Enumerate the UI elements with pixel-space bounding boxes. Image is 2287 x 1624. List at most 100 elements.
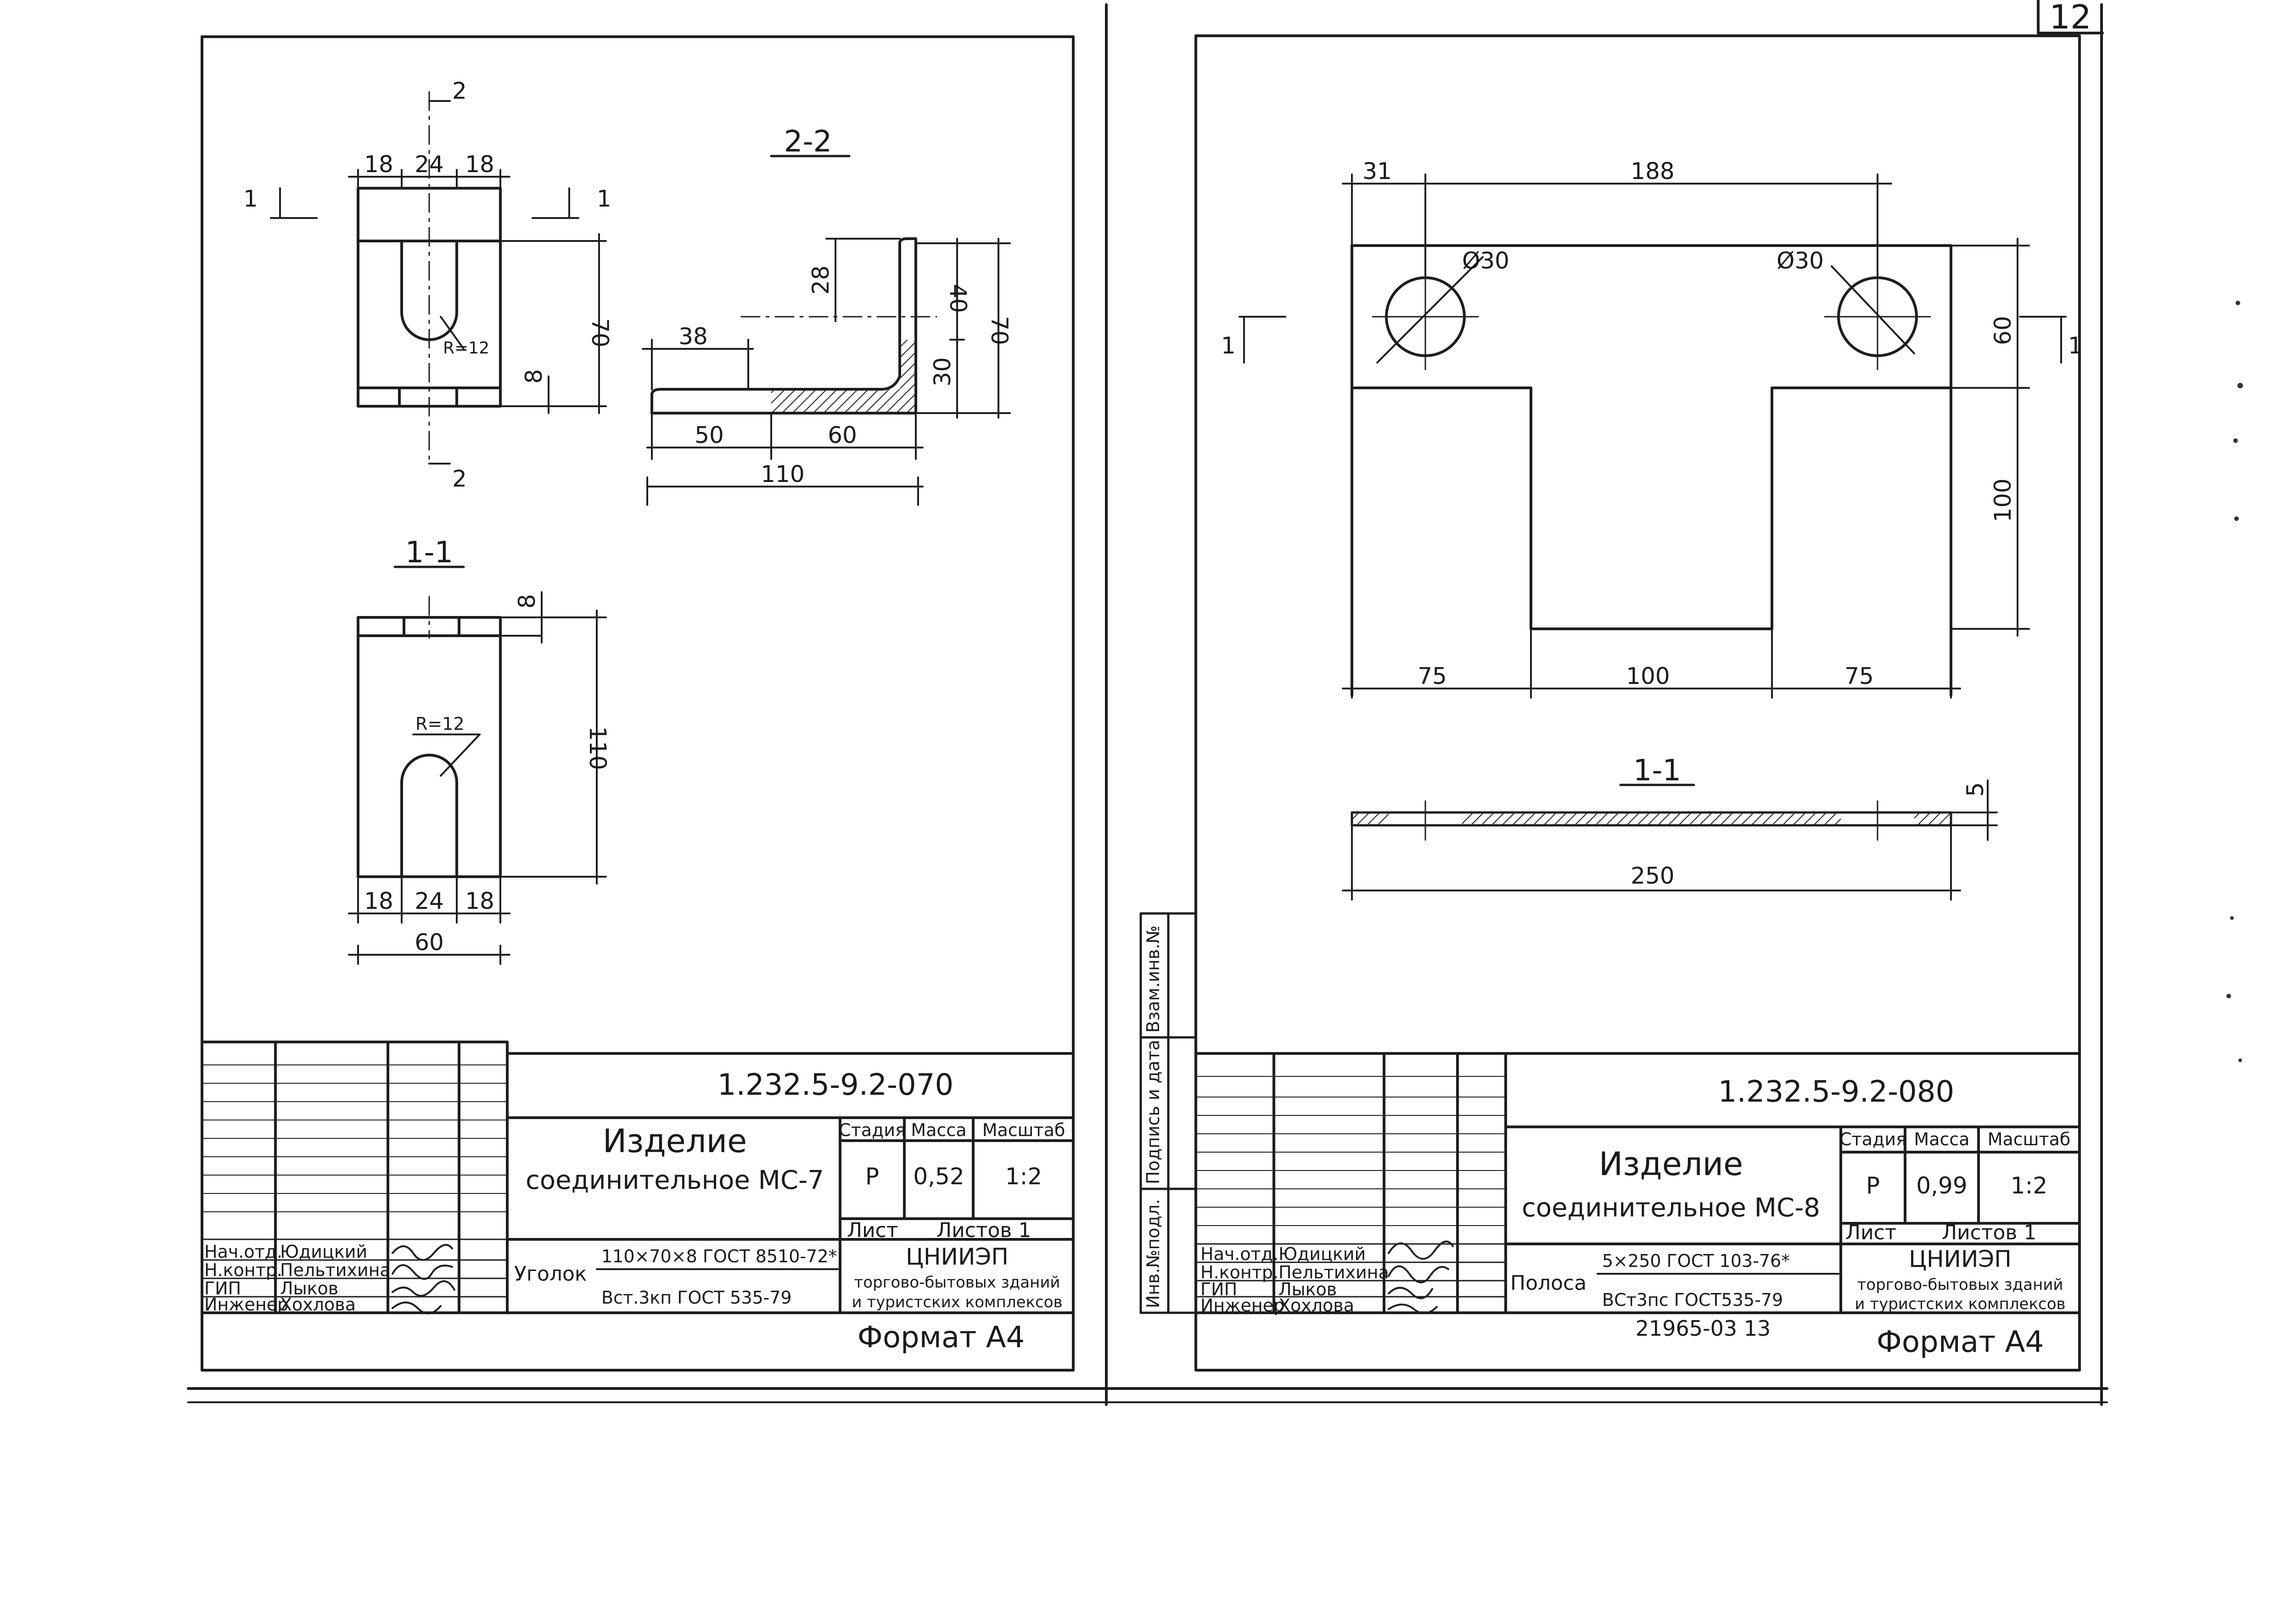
org-line3-right: и туристских комплексов (1855, 1295, 2065, 1313)
dim-s11-w1: 18 (364, 888, 393, 914)
staff-name-right-3: Лыков (1278, 1279, 1337, 1299)
section-1-1-title-left: 1-1 (405, 536, 454, 570)
dim-ms7-height: 70 (587, 318, 613, 347)
dim-ms8-lower-height: 100 (1990, 478, 2016, 522)
mass-header-right: Масса (1914, 1129, 1969, 1149)
material-spec-top-left: 110×70×8 ГОСТ 8510-72* (601, 1246, 837, 1266)
staff-role-right-4: Инженер (1200, 1295, 1284, 1316)
material-label-right: Полоса (1510, 1271, 1586, 1295)
staff-role-left-3: ГИП (204, 1278, 241, 1299)
cut-1-right-label: 1 (597, 185, 611, 212)
org-name-left: ЦНИИЭП (906, 1243, 1009, 1270)
stage-left: Р (865, 1163, 879, 1190)
org-line2-left: торгово-бытовых зданий (854, 1273, 1060, 1292)
dim-ms8-hole1: Ø30 (1462, 247, 1509, 274)
staff-role-right-2: Н.контр. (1200, 1262, 1278, 1282)
staff-role-right-3: ГИП (1200, 1279, 1237, 1299)
format-right: Формат А4 (1877, 1325, 2044, 1359)
ms7-angle-section (650, 237, 937, 414)
ms7-plan-view (357, 91, 502, 465)
sheets-label-left: Листов 1 (936, 1219, 1031, 1242)
ms8-section-1-1 (1351, 800, 1952, 841)
staff-name-right-4: Хохлова (1278, 1295, 1354, 1316)
dim-ms8-upper-height: 60 (1990, 316, 2016, 345)
dim-angle-h1: 40 (945, 284, 971, 313)
ms7-plan-dimensions (270, 100, 607, 465)
product-name-left-1: Изделие (603, 1122, 747, 1160)
scan-marks (2226, 301, 2243, 1062)
material-label-left: Уголок (514, 1262, 587, 1286)
side-stamp (1139, 912, 1197, 1314)
material-spec-bottom-left: Вст.3кп ГОСТ 535-79 (601, 1288, 792, 1308)
dim-s11-w3: 18 (465, 888, 494, 914)
title-block-left (201, 1041, 1075, 1314)
dim-angle-h2: 30 (929, 357, 956, 386)
dim-angle-height: 70 (986, 316, 1013, 345)
side-stamp-replace: Взам.инв.№ (1143, 925, 1163, 1033)
dim-ms7-width-2: 24 (415, 151, 444, 178)
stage-header-right: Стадия (1839, 1129, 1906, 1149)
cut-2-top-label: 2 (452, 78, 467, 104)
cut-1-left-label-ms8: 1 (1221, 332, 1236, 359)
sheets-label-right: Листов 1 (1942, 1221, 2036, 1244)
mass-header-left: Масса (911, 1120, 966, 1140)
product-name-left-2: соединительное МС-7 (526, 1165, 824, 1195)
ms8-plan-dimensions (1239, 174, 2067, 699)
signatures-right (1388, 1240, 1454, 1314)
dim-ms8-bottom1: 75 (1418, 663, 1447, 689)
format-left: Формат А4 (858, 1321, 1025, 1355)
dim-angle-leg: 38 (678, 323, 708, 350)
designation-left: 1.232.5-9.2-070 (717, 1068, 953, 1102)
dim-s11-total: 60 (415, 929, 444, 956)
ms8-section-dimensions (1342, 779, 1998, 901)
dim-s11-w2: 24 (415, 888, 444, 914)
scale-header-left: Масштаб (982, 1120, 1065, 1140)
dim-angle-b2: 60 (828, 422, 857, 448)
dim-s11-radius: R=12 (415, 714, 465, 734)
mass-right: 0,99 (1916, 1172, 1967, 1199)
scale-left: 1:2 (1005, 1163, 1042, 1190)
staff-name-right-1: Юдицкий (1278, 1244, 1366, 1264)
ms7-section-dimensions (348, 591, 607, 965)
product-name-right-2: соединительное МС-8 (1522, 1193, 1820, 1223)
org-line2-right: торгово-бытовых зданий (1857, 1276, 2063, 1294)
side-stamp-sign: Подпись и дата (1143, 1040, 1163, 1184)
ms7-section-1-1 (357, 596, 502, 878)
section-1-1-title-right: 1-1 (1633, 754, 1682, 788)
dim-ms7-width-1: 18 (364, 151, 393, 178)
dim-s11-thk: 8 (514, 594, 540, 609)
scale-right: 1:2 (2011, 1172, 2047, 1199)
side-stamp-inv: Инв.№подл. (1143, 1199, 1163, 1308)
mass-left: 0,52 (913, 1163, 964, 1190)
dim-ms8-bottom3: 75 (1844, 663, 1874, 689)
dim-ms8-thickness: 5 (1962, 782, 1989, 797)
ms7-angle-dimensions (642, 238, 1011, 506)
product-name-right-1: Изделие (1599, 1145, 1743, 1183)
staff-list-left: Нач.отд. Юдицкий Н.контр. Пельтихина ГИП… (204, 1242, 391, 1315)
cut-2-bottom-label: 2 (452, 465, 467, 492)
signatures-left (392, 1244, 455, 1315)
sheet-label-right: Лист (1845, 1221, 1897, 1244)
staff-name-right-2: Пельтихина (1278, 1262, 1389, 1282)
cut-1-left-label: 1 (243, 185, 258, 212)
dim-ms8-hole-span: 188 (1631, 158, 1674, 185)
dim-s11-height: 110 (584, 726, 611, 770)
dim-ms7-width-3: 18 (465, 151, 494, 178)
sheet-label-left: Лист (847, 1219, 898, 1242)
staff-role-left-4: Инженер (204, 1294, 288, 1315)
staff-name-left-2: Пельтихина (280, 1260, 391, 1280)
designation-right: 1.232.5-9.2-080 (1718, 1075, 1954, 1109)
dim-angle-total: 110 (761, 461, 804, 487)
staff-name-left-3: Лыков (280, 1278, 338, 1299)
dim-ms7-slot-offset: 8 (521, 369, 547, 384)
org-name-right: ЦНИИЭП (1909, 1246, 2012, 1272)
archive-number: 21965-03 13 (1636, 1316, 1771, 1341)
page-number: 12 (2049, 0, 2091, 36)
dim-ms7-radius: R=12 (443, 339, 489, 358)
dim-ms8-hole2: Ø30 (1777, 247, 1824, 274)
dim-ms8-bottom2: 100 (1626, 663, 1670, 689)
staff-name-left-1: Юдицкий (280, 1242, 367, 1262)
staff-name-left-4: Хохлова (280, 1294, 356, 1315)
staff-list-right: Нач.отд. Юдицкий Н.контр. Пельтихина ГИП… (1200, 1244, 1389, 1316)
